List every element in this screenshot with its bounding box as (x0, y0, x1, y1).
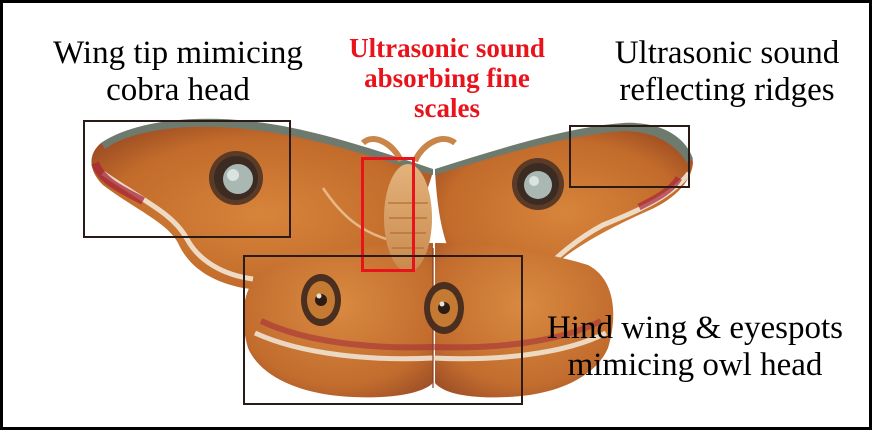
label-hind-wing-line1: Hind wing & eyespots (523, 310, 867, 347)
label-fine-scales-line1: Ultrasonic sound (321, 33, 573, 63)
label-ridges-line2: reflecting ridges (589, 72, 865, 109)
hind-wing-box (243, 255, 523, 405)
ridges-box (569, 125, 690, 188)
label-fine-scales-line2: absorbing fine (321, 63, 573, 93)
label-hind-wing: Hind wing & eyespots mimicing owl head (523, 310, 867, 384)
label-ridges-line1: Ultrasonic sound (589, 35, 865, 72)
label-ridges: Ultrasonic sound reflecting ridges (589, 35, 865, 109)
label-fine-scales-line3: scales (321, 93, 573, 123)
label-wing-tip-line2: cobra head (33, 72, 323, 109)
wing-tip-box (83, 120, 291, 238)
label-wing-tip: Wing tip mimicing cobra head (33, 35, 323, 109)
label-fine-scales: Ultrasonic sound absorbing fine scales (321, 33, 573, 124)
label-wing-tip-line1: Wing tip mimicing (33, 35, 323, 72)
label-hind-wing-line2: mimicing owl head (523, 347, 867, 384)
